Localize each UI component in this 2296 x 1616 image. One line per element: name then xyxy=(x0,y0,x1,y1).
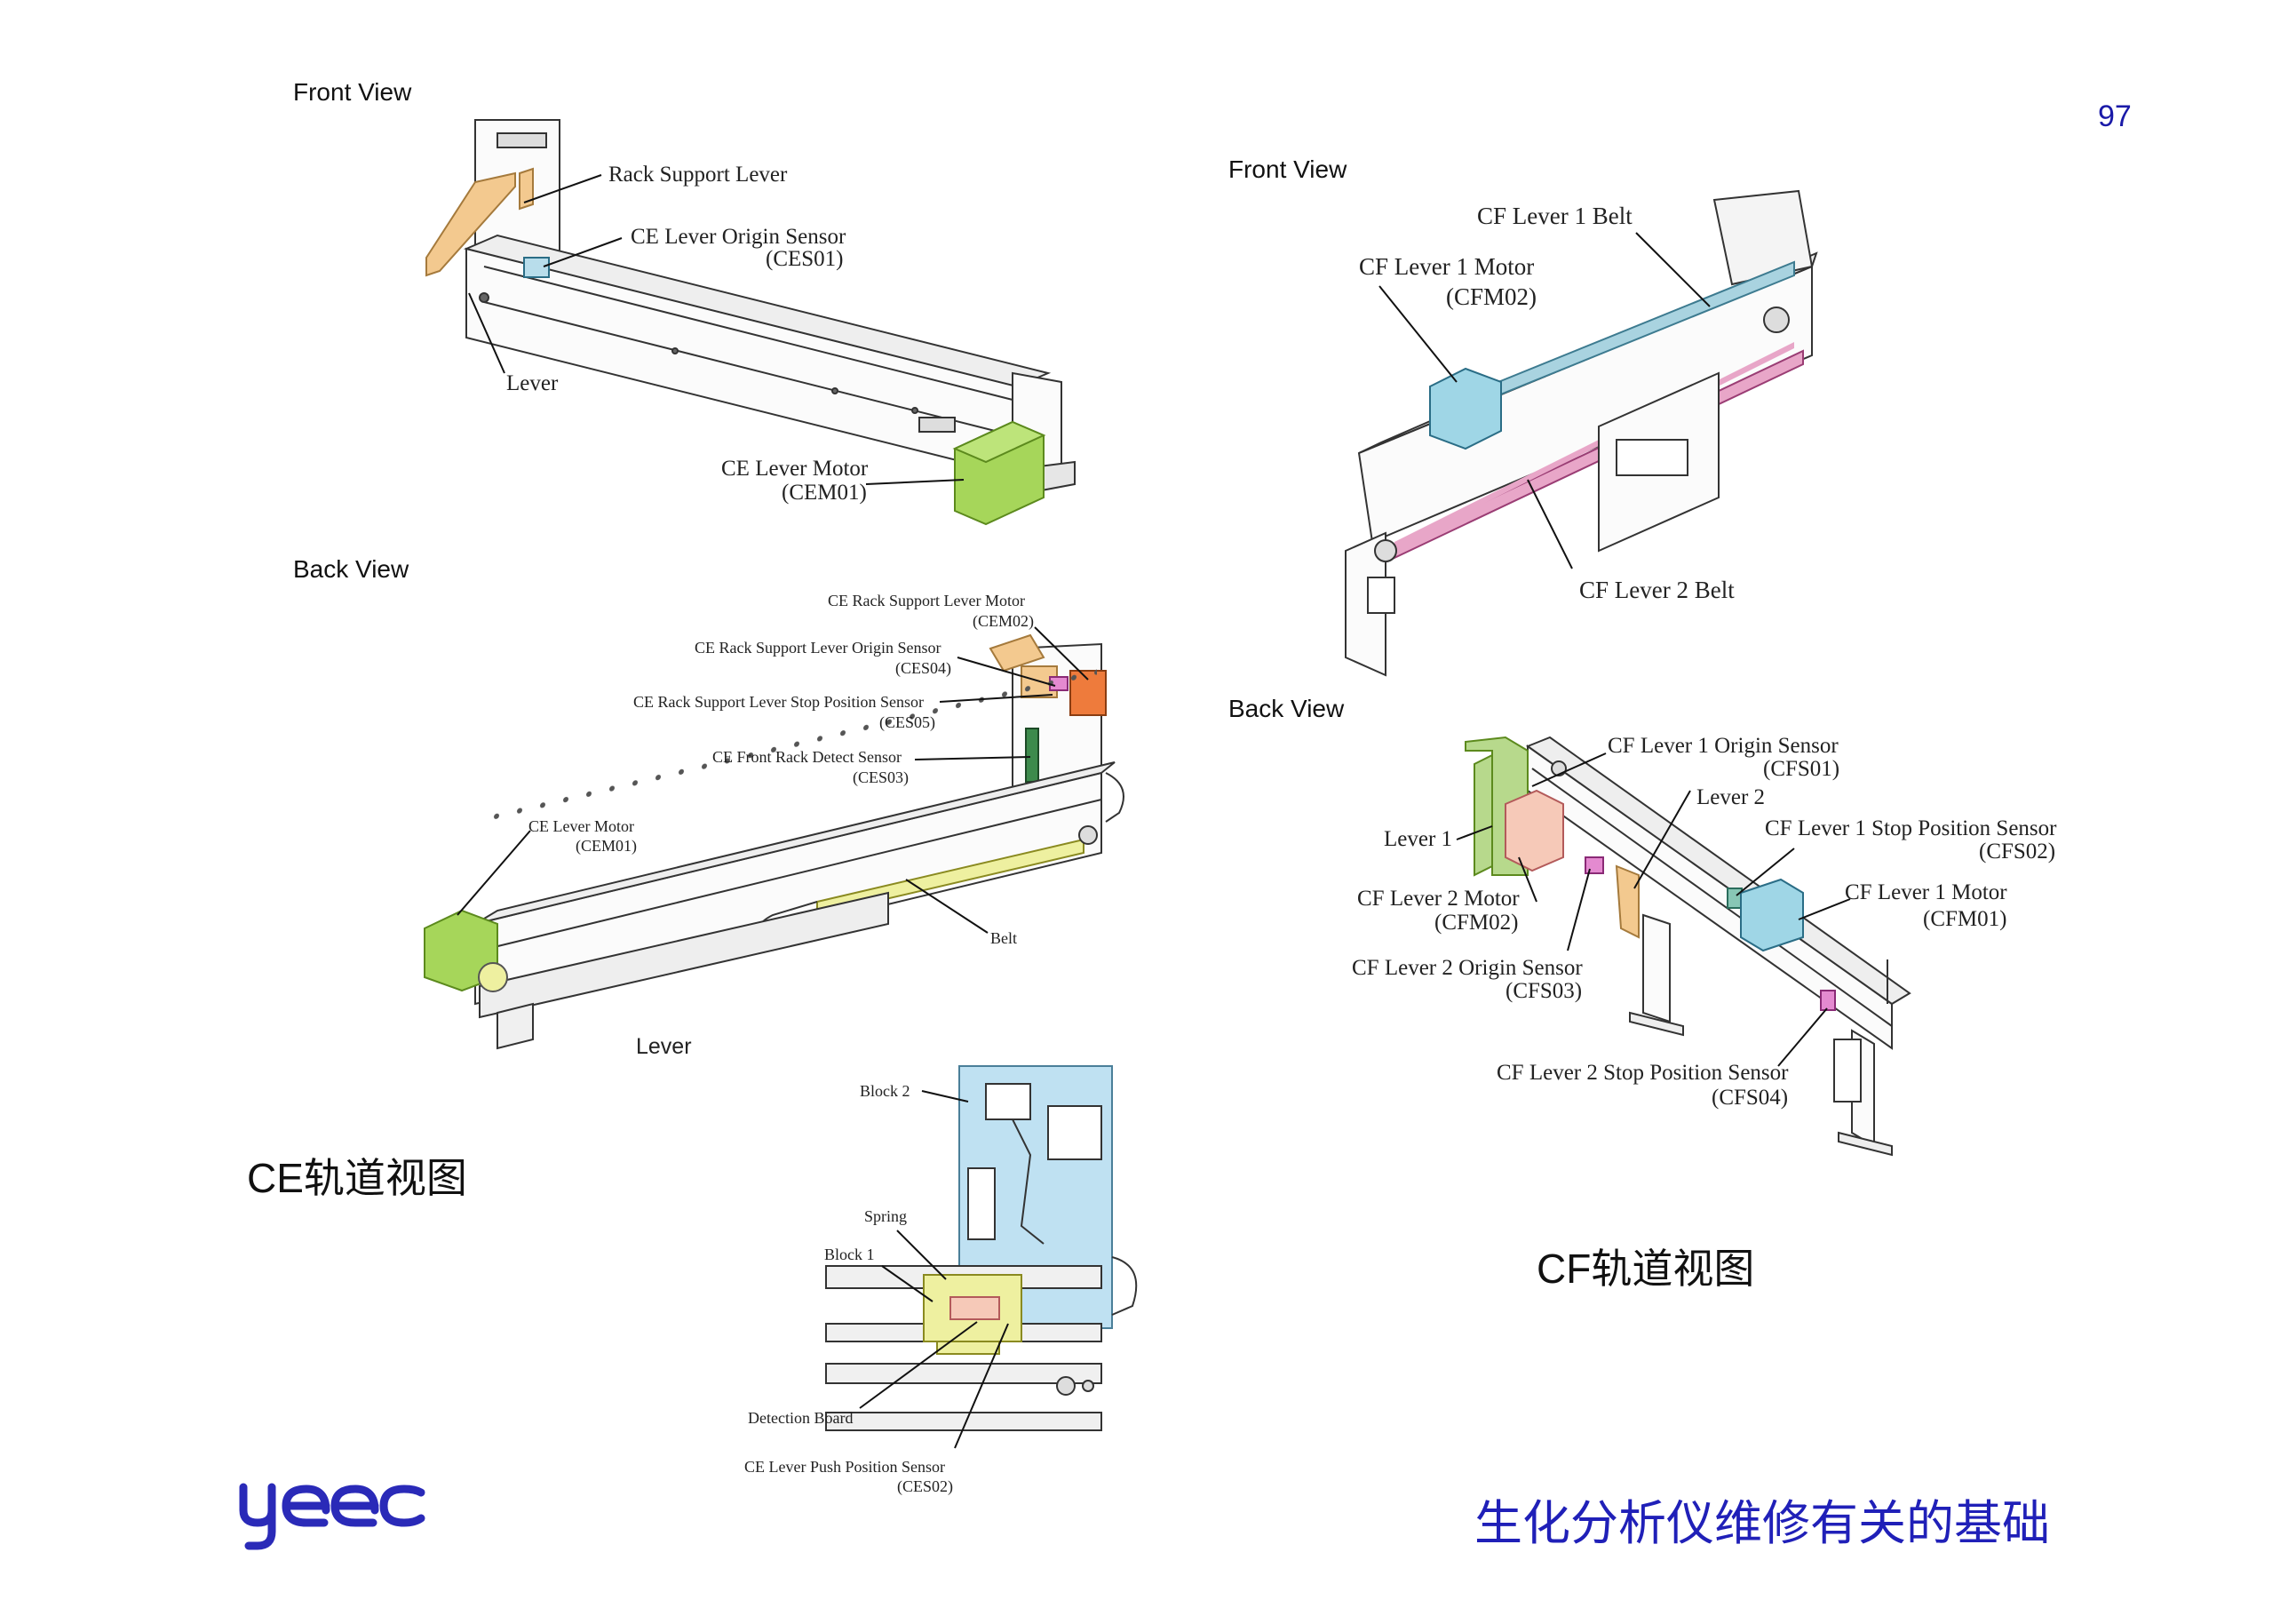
label-cfs03: (CFS03) xyxy=(1506,979,1583,1003)
cf-front-motor xyxy=(1429,367,1502,450)
yeec-logo xyxy=(239,1483,425,1550)
ce-caption: CE轨道视图 xyxy=(247,1155,467,1201)
label-block2: Block 2 xyxy=(860,1082,910,1100)
label-ces04: (CES04) xyxy=(895,659,951,677)
cf-caption: CF轨道视图 xyxy=(1537,1246,1755,1292)
cf-back-view-drawing xyxy=(1465,736,1911,1157)
label-cf-lever1-belt: CF Lever 1 Belt xyxy=(1477,203,1633,229)
ce-detail-drawing xyxy=(825,1065,1138,1431)
label-ce-rack-support-lever-motor: CE Rack Support Lever Motor xyxy=(828,592,1025,609)
label-cfs02: (CFS02) xyxy=(1979,840,2056,864)
label-ce-lever-origin-sensor: CE Lever Origin Sensor xyxy=(631,225,846,249)
label-cf-lever1-stop-sensor: CF Lever 1 Stop Position Sensor xyxy=(1765,816,2057,840)
label-cem01: (CEM01) xyxy=(782,481,867,505)
cf-front-view-drawing xyxy=(1345,189,1818,677)
label-detection-board: Detection Board xyxy=(748,1409,854,1427)
label-cf-lever2-stop-sensor: CF Lever 2 Stop Position Sensor xyxy=(1497,1061,1789,1085)
label-cf-front-cfm02: (CFM02) xyxy=(1446,283,1537,310)
label-rack-support-lever: Rack Support Lever xyxy=(608,163,788,187)
footer-title: 生化分析仪维修有关的基础 xyxy=(1474,1495,2050,1551)
label-cem02: (CEM02) xyxy=(973,612,1034,630)
label-cf-lever2-belt: CF Lever 2 Belt xyxy=(1579,577,1735,603)
label-cf-lever1: Lever 1 xyxy=(1384,827,1453,851)
ce-front-leaders xyxy=(468,174,965,485)
label-block1: Block 1 xyxy=(824,1246,875,1263)
cf-back-lever2-motor xyxy=(1505,789,1564,872)
label-ce-back-lever-motor: CE Lever Motor xyxy=(528,817,634,835)
label-ce-lever-motor: CE Lever Motor xyxy=(721,457,869,481)
label-cf-back-lever1-motor: CF Lever 1 Motor xyxy=(1845,880,2007,904)
cf-back-leaders xyxy=(1456,752,1851,1067)
label-ce-rack-support-origin-sensor: CE Rack Support Lever Origin Sensor xyxy=(695,639,941,657)
label-cfm01: (CFM01) xyxy=(1923,907,2007,931)
ce-front-view-title: Front View xyxy=(293,78,412,106)
ce-back-leaders xyxy=(457,626,1089,934)
page-number: 97 xyxy=(2098,100,2132,133)
label-spring: Spring xyxy=(864,1207,908,1225)
label-cfs04: (CFS04) xyxy=(1712,1086,1789,1110)
label-ce-belt: Belt xyxy=(990,929,1017,947)
label-ce-front-rack-detect-sensor: CE Front Rack Detect Sensor xyxy=(712,748,902,766)
ce-origin-sensor xyxy=(523,257,550,278)
cf-back-lever1-motor xyxy=(1740,878,1804,952)
label-ce-lever-push-sensor: CE Lever Push Position Sensor xyxy=(744,1458,946,1476)
label-cfs01: (CFS01) xyxy=(1763,757,1840,781)
label-ce-back-cem01: (CEM01) xyxy=(576,837,637,855)
label-ce-back-lever: Lever xyxy=(636,1034,692,1059)
label-cf-lever2: Lever 2 xyxy=(1696,785,1766,809)
cf-front-view-title: Front View xyxy=(1228,155,1347,183)
label-ce-rack-support-stop-sensor: CE Rack Support Lever Stop Position Sens… xyxy=(633,693,924,711)
ce-detail-leaders xyxy=(859,1090,1009,1449)
label-ces01: (CES01) xyxy=(766,247,844,271)
label-ces05: (CES05) xyxy=(879,713,935,731)
label-cf-lever2-origin-sensor: CF Lever 2 Origin Sensor xyxy=(1352,956,1583,980)
cf-back-lever2 xyxy=(1615,864,1640,939)
label-cf-back-cfm02: (CFM02) xyxy=(1434,911,1519,935)
label-ce-front-lever: Lever xyxy=(506,371,559,395)
label-ces02: (CES02) xyxy=(897,1477,953,1495)
label-cf-lever2-motor: CF Lever 2 Motor xyxy=(1357,887,1520,911)
cf-front-leaders xyxy=(1378,232,1711,569)
ce-front-view-drawing xyxy=(425,119,1076,526)
label-cf-lever1-origin-sensor: CF Lever 1 Origin Sensor xyxy=(1608,734,1839,758)
label-cf-lever1-motor: CF Lever 1 Motor xyxy=(1359,253,1535,280)
label-ces03: (CES03) xyxy=(853,768,909,786)
cf-back-view-title: Back View xyxy=(1228,695,1345,722)
ce-front-lever xyxy=(425,171,516,277)
ce-back-view-title: Back View xyxy=(293,555,409,583)
